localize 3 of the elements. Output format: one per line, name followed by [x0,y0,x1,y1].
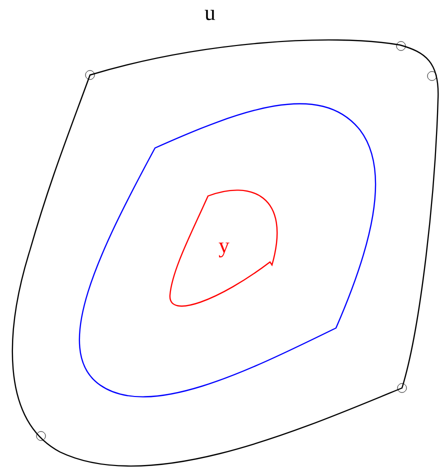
curve-label: y [218,242,230,258]
curve-label: u [204,10,216,20]
closed-curve [79,103,376,398]
